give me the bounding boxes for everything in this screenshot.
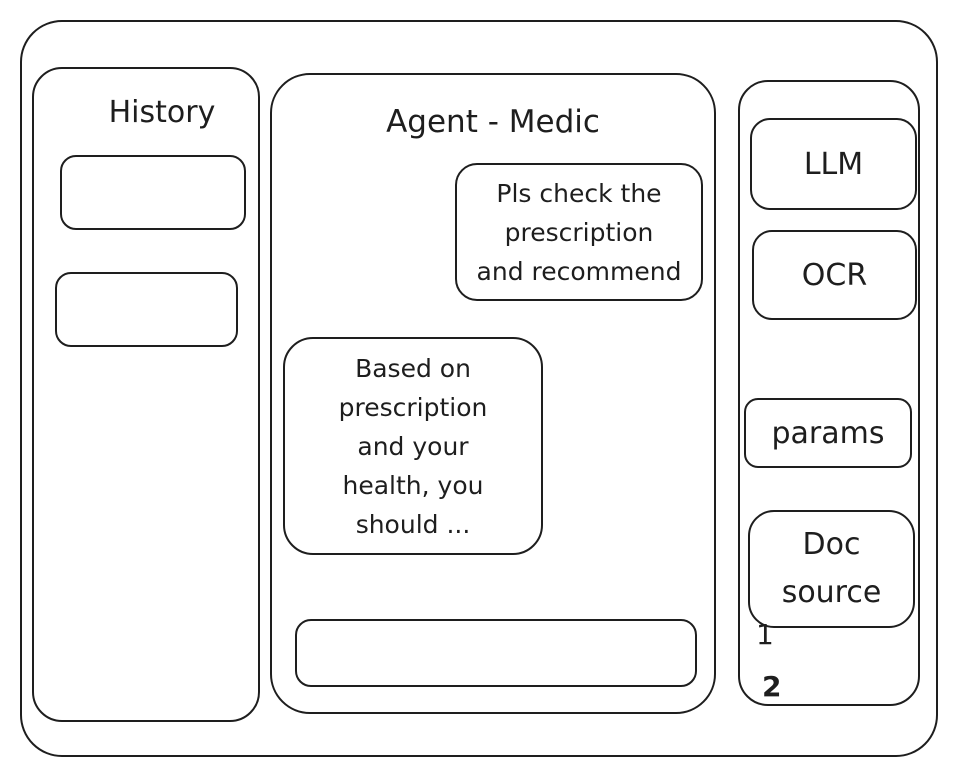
- chat-title: Agent - Medic: [386, 104, 600, 140]
- doc-source-item[interactable]: 2: [762, 670, 782, 703]
- history-panel: [32, 67, 260, 722]
- chat-input[interactable]: [297, 621, 695, 685]
- params-label: params: [771, 415, 885, 451]
- doc-source-label: Doc: [802, 527, 861, 562]
- user-message-bubble: Pls check the prescription and recommend: [455, 163, 703, 301]
- llm-button[interactable]: LLM: [750, 118, 917, 210]
- chat-input-box[interactable]: [295, 619, 697, 687]
- agent-message-bubble: Based on prescription and your health, y…: [283, 337, 543, 555]
- message-line: prescription: [504, 217, 654, 247]
- doc-source-item[interactable]: 1: [756, 618, 774, 651]
- message-line: Based on: [355, 353, 471, 383]
- history-item[interactable]: [60, 155, 246, 230]
- ocr-button[interactable]: OCR: [752, 230, 917, 320]
- doc-source-button[interactable]: Doc source: [748, 510, 915, 628]
- ocr-label: OCR: [801, 257, 868, 293]
- message-line: and recommend: [476, 256, 682, 286]
- llm-label: LLM: [803, 146, 864, 182]
- settings-panel: [738, 80, 920, 706]
- message-line: health, you: [342, 470, 484, 500]
- message-line: Pls check the: [496, 178, 662, 208]
- doc-source-label: source: [781, 575, 882, 610]
- app-window: [20, 20, 938, 757]
- message-line: should ...: [355, 509, 471, 539]
- message-line: prescription: [338, 392, 488, 422]
- chat-panel: [270, 73, 716, 714]
- history-item[interactable]: [55, 272, 238, 347]
- message-line: and your: [357, 431, 469, 461]
- params-button[interactable]: params: [744, 398, 912, 468]
- history-title: History: [108, 95, 216, 130]
